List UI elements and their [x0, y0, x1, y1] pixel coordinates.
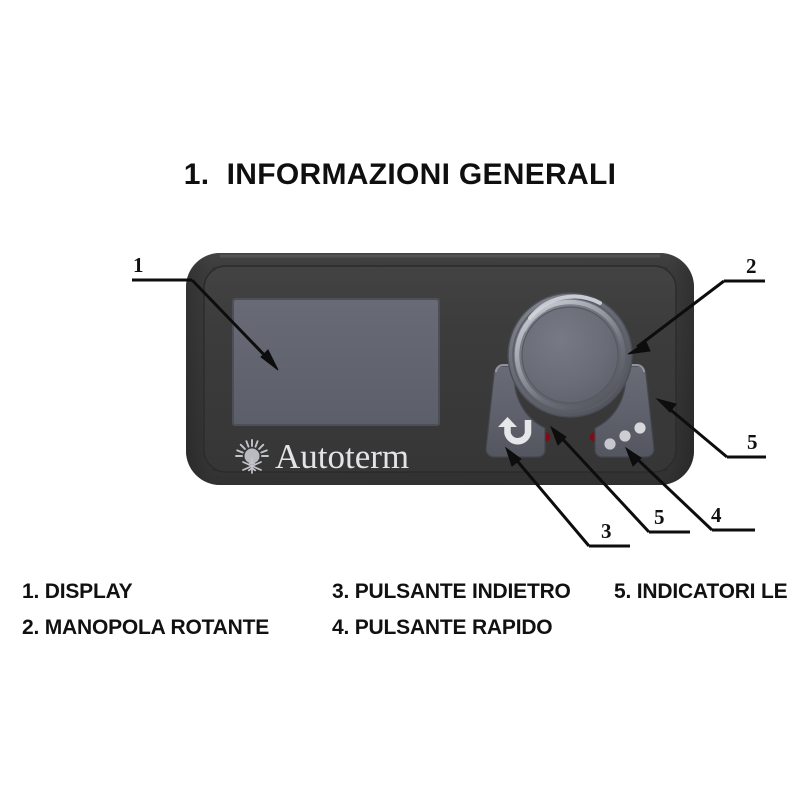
quick-button	[594, 364, 655, 458]
callout-number-1: 1	[133, 253, 144, 277]
legend-item-display: 1. DISPLAY	[22, 580, 133, 603]
sun-snowflake-icon	[235, 439, 269, 474]
leader-5-bottom	[549, 425, 690, 534]
leader-2	[627, 279, 765, 355]
legend-item-back-button: 3. PULSANTE INDIETRO	[332, 580, 571, 603]
callout-number-5-right: 5	[747, 430, 758, 454]
back-button	[485, 364, 546, 458]
display-screen	[232, 298, 440, 426]
leader-5-right	[655, 398, 766, 459]
legend: 1. DISPLAY 2. MANOPOLA ROTANTE 3. PULSAN…	[22, 578, 800, 648]
logo-wordmark: Autoterm	[275, 437, 409, 476]
autoterm-logo: Autoterm	[235, 437, 409, 476]
callout-number-3: 3	[601, 519, 612, 543]
callout-number-4: 4	[711, 503, 722, 527]
legend-item-quick-button: 4. PULSANTE RAPIDO	[332, 616, 553, 639]
page-title: 1. INFORMAZIONI GENERALI	[183, 158, 617, 191]
callout-number-2: 2	[746, 254, 757, 278]
leader-3	[505, 446, 630, 548]
legend-item-led-indicators: 5. INDICATORI LE	[614, 580, 788, 603]
leader-1	[132, 278, 279, 371]
legend-item-rotary-knob: 2. MANOPOLA ROTANTE	[22, 616, 270, 639]
callout-leader-lines	[132, 278, 766, 548]
callout-number-5-bottom: 5	[654, 505, 665, 529]
u-turn-arrow-icon	[498, 417, 532, 445]
leader-4	[624, 446, 755, 532]
rotary-knob	[507, 292, 633, 418]
three-dots-icon	[604, 422, 646, 450]
